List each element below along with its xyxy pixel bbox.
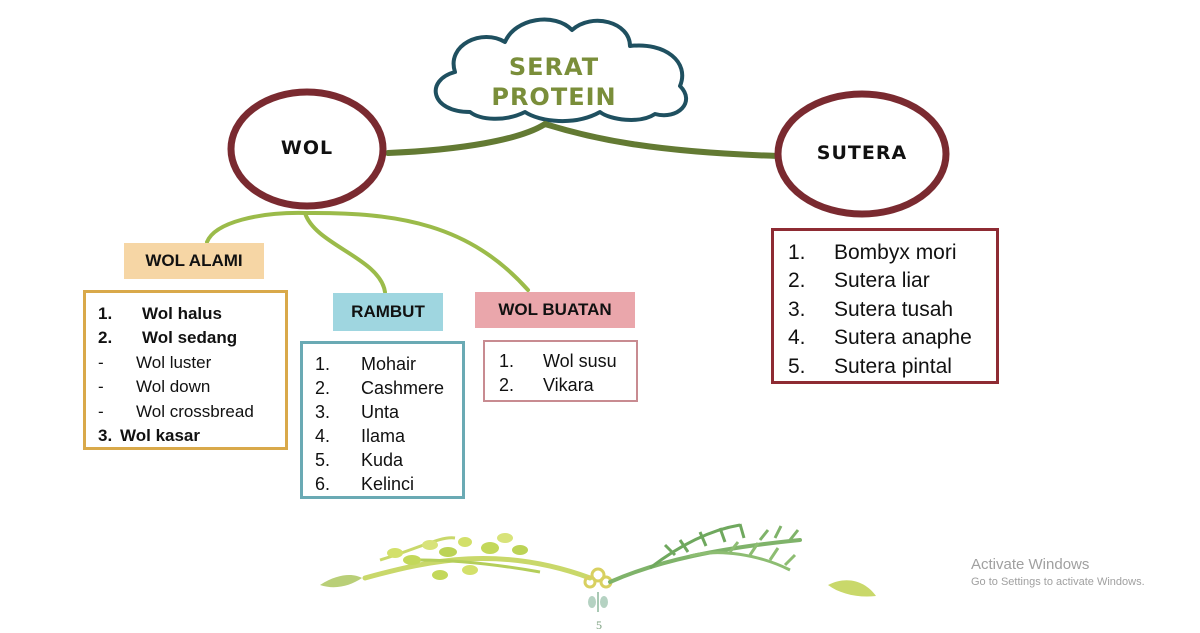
list-item: 1. Bombyx mori bbox=[788, 239, 996, 267]
list-item-text: Wol luster bbox=[136, 352, 212, 372]
list-item: 3. Unta bbox=[315, 400, 462, 424]
cloud-shape bbox=[433, 17, 688, 123]
connector-wol-buatan bbox=[303, 210, 530, 292]
sutera-node-title: SUTERA bbox=[816, 142, 908, 164]
list-item-text: Unta bbox=[361, 402, 400, 422]
list-item: 2. Sutera liar bbox=[788, 267, 996, 295]
list-item-marker: - bbox=[98, 377, 104, 397]
list-item: 4. Sutera anaphe bbox=[788, 324, 996, 352]
wol-node-title: WOL bbox=[280, 137, 334, 159]
list-item: 1. Mohair bbox=[315, 352, 462, 376]
connector-wol-rambut bbox=[303, 211, 387, 294]
list-item-text: Vikara bbox=[543, 375, 594, 395]
list-item-text: Wol sedang bbox=[142, 328, 238, 348]
wol-circle bbox=[227, 88, 387, 210]
list-item: 2. Wol sedang bbox=[98, 326, 285, 350]
list-item: 2. Cashmere bbox=[315, 376, 462, 400]
list-item: 1. Wol halus bbox=[98, 302, 285, 326]
list-item-marker: 1. bbox=[499, 351, 515, 371]
floral-divider-decoration bbox=[320, 523, 876, 612]
list-item-marker: - bbox=[98, 352, 104, 372]
list-item-marker: 2. bbox=[499, 375, 515, 395]
list-item-text: Wol halus bbox=[142, 304, 222, 323]
root-title-line1: SERAT bbox=[508, 53, 600, 81]
connector-root-sutera bbox=[542, 121, 781, 159]
rambut-box: 1. Mohair 2. Cashmere 3. Unta 4. Ilama 5. Kuda 6. K… bbox=[300, 341, 465, 499]
list-item-marker: 2. bbox=[788, 269, 806, 293]
list-item: 6. Kelinci bbox=[315, 472, 462, 496]
wol-buatan-box: 1. Wol susu 2. Vikara bbox=[483, 340, 638, 402]
list-item-marker: 1. bbox=[788, 241, 806, 264]
list-item: 2. Vikara bbox=[499, 373, 636, 397]
list-item-marker: 5. bbox=[788, 354, 806, 378]
wol-buatan-list: 1. Wol susu 2. Vikara bbox=[499, 349, 636, 397]
list-item-text: Sutera anaphe bbox=[834, 326, 972, 350]
list-item-marker: 2. bbox=[315, 378, 331, 398]
list-item-marker: 4. bbox=[788, 326, 806, 350]
list-item-text: Wol kasar bbox=[120, 426, 201, 446]
rambut-label: RAMBUT bbox=[333, 293, 443, 331]
list-item-marker: 3. bbox=[315, 402, 331, 422]
list-item-text: Wol crossbread bbox=[136, 401, 254, 421]
sutera-list: 1. Bombyx mori 2. Sutera liar 3. Sutera tusah… bbox=[788, 239, 996, 381]
list-item-text: Bombyx mori bbox=[834, 241, 957, 264]
list-item: - Wol luster bbox=[98, 351, 285, 375]
list-item-marker: - bbox=[98, 401, 104, 421]
list-item: 3. Wol kasar bbox=[98, 424, 285, 448]
list-item-marker: 6. bbox=[315, 474, 331, 494]
list-item: 5. Kuda bbox=[315, 448, 462, 472]
activation-watermark: Activate Windows Go to Settings to activ… bbox=[971, 556, 1145, 588]
list-item-marker: 1. bbox=[98, 304, 113, 323]
list-item: 1. Wol susu bbox=[499, 349, 636, 373]
connector-root-wol bbox=[385, 121, 548, 156]
list-item: 3. Sutera tusah bbox=[788, 296, 996, 324]
list-item-text: Sutera tusah bbox=[834, 297, 954, 321]
root-node-title: SERAT PROTEIN bbox=[480, 52, 628, 112]
list-item-text: Wol down bbox=[136, 377, 211, 397]
wol-alami-label: WOL ALAMI bbox=[124, 243, 264, 279]
rambut-list: 1. Mohair 2. Cashmere 3. Unta 4. Ilama 5. Kuda 6. K… bbox=[315, 352, 462, 496]
page-number: 5 bbox=[596, 618, 602, 632]
list-item-text: Mohair bbox=[361, 354, 417, 374]
list-item-marker: 1. bbox=[315, 354, 331, 374]
connector-wol-alami bbox=[205, 210, 307, 244]
list-item-text: Kuda bbox=[361, 450, 404, 470]
list-item-marker: 3. bbox=[98, 426, 113, 446]
sutera-box: 1. Bombyx mori 2. Sutera liar 3. Sutera tusah… bbox=[771, 228, 999, 384]
watermark-subtitle: Go to Settings to activate Windows. bbox=[971, 576, 1145, 588]
list-item-text: Ilama bbox=[361, 426, 406, 446]
sutera-circle bbox=[774, 90, 950, 218]
list-item: - Wol crossbread bbox=[98, 400, 285, 424]
list-item-marker: 3. bbox=[788, 297, 806, 321]
list-item: 5. Sutera pintal bbox=[788, 353, 996, 381]
list-item-text: Sutera liar bbox=[834, 269, 930, 293]
list-item-marker: 2. bbox=[98, 328, 113, 348]
watermark-title: Activate Windows bbox=[971, 556, 1090, 573]
list-item: - Wol down bbox=[98, 375, 285, 399]
wol-alami-box: 1. Wol halus 2. Wol sedang - Wol luster - Wol d… bbox=[83, 290, 288, 450]
list-item-text: Kelinci bbox=[361, 474, 415, 494]
list-item-text: Sutera pintal bbox=[834, 354, 952, 378]
list-item-text: Cashmere bbox=[361, 378, 445, 398]
wol-alami-list: 1. Wol halus 2. Wol sedang - Wol luster - Wol d… bbox=[98, 302, 285, 448]
list-item: 4. Ilama bbox=[315, 424, 462, 448]
list-item-text: Wol susu bbox=[543, 351, 617, 371]
root-title-line2: PROTEIN bbox=[491, 83, 617, 111]
list-item-marker: 5. bbox=[315, 450, 331, 470]
list-item-marker: 4. bbox=[315, 426, 331, 446]
wol-buatan-label: WOL BUATAN bbox=[475, 292, 635, 328]
